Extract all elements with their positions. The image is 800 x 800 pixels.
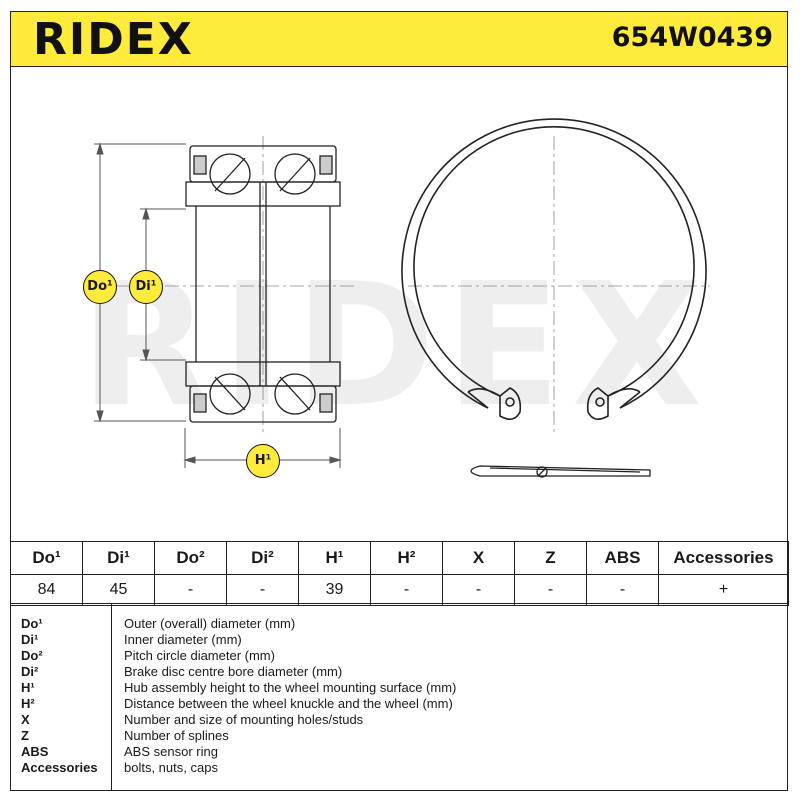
technical-drawing: RIDEX [10,66,788,542]
specs-header-row: Do¹ Di¹ Do² Di² H¹ H² X Z ABS Accessorie… [10,541,789,575]
circlip-ring [401,118,707,420]
header-accessories: Accessories [658,541,789,575]
value-h1: 39 [298,574,371,606]
legend-item: Accessories bolts, nuts, caps [11,760,789,776]
header-do2: Do² [154,541,227,575]
header-abs: ABS [586,541,659,575]
h-dimension-label: H¹ [246,444,280,478]
legend-item: H¹ Hub assembly height to the wheel moun… [11,680,789,696]
value-do2: - [154,574,227,606]
header-x: X [442,541,515,575]
legend-desc: Number of splines [124,728,229,743]
legend-item: X Number and size of mounting holes/stud… [11,712,789,728]
legend-desc: Brake disc centre bore diameter (mm) [124,664,343,679]
legend-item: Do¹ Outer (overall) diameter (mm) [11,616,789,632]
watermark-logo: RIDEX [80,247,713,445]
legend-desc: Outer (overall) diameter (mm) [124,616,296,631]
do-dimension-label: Do¹ [83,270,117,304]
bearing-cross-section [185,145,341,423]
legend-abbr: H² [21,696,35,711]
brand-logo: RIDEX [33,14,194,65]
header-h2: H² [370,541,443,575]
header-bar: RIDEX 654W0439 [10,11,788,67]
legend-desc: bolts, nuts, caps [124,760,218,775]
legend-divider [111,604,112,790]
legend-item: Di² Brake disc centre bore diameter (mm) [11,664,789,680]
value-x: - [442,574,515,606]
legend-desc: Distance between the wheel knuckle and t… [124,696,453,711]
legend-desc: Number and size of mounting holes/studs [124,712,364,727]
circlip-side-view [470,465,651,478]
value-di2: - [226,574,299,606]
legend-abbr: Accessories [21,760,98,775]
legend-abbr: ABS [21,744,49,759]
header-di2: Di² [226,541,299,575]
legend-desc: Hub assembly height to the wheel mountin… [124,680,457,695]
legend-abbr: Z [21,728,29,743]
part-number: 654W0439 [611,22,773,53]
value-do1: 84 [10,574,83,606]
legend-abbr: Do² [21,648,43,663]
legend-abbr: H¹ [21,680,35,695]
legend-item: Z Number of splines [11,728,789,744]
legend-item: ABS ABS sensor ring [11,744,789,760]
di-dimension-label: Di¹ [129,270,163,304]
legend-panel: Do¹ Outer (overall) diameter (mm) Di¹ In… [10,603,788,791]
value-accessories: + [658,574,789,606]
header-z: Z [514,541,587,575]
legend-item: H² Distance between the wheel knuckle an… [11,696,789,712]
value-di1: 45 [82,574,155,606]
legend-desc: ABS sensor ring [124,744,218,759]
legend-abbr: X [21,712,30,727]
legend-abbr: Di² [21,664,39,679]
legend-item: Di¹ Inner diameter (mm) [11,632,789,648]
legend-item: Do² Pitch circle diameter (mm) [11,648,789,664]
header-di1: Di¹ [82,541,155,575]
legend-abbr: Di¹ [21,632,39,647]
dimension-lines [94,142,342,468]
specs-value-row: 84 45 - - 39 - - - - + [10,574,789,606]
bearing-drawing [90,118,710,478]
value-h2: - [370,574,443,606]
value-z: - [514,574,587,606]
header-do1: Do¹ [10,541,83,575]
specs-table: Do¹ Di¹ Do² Di² H¹ H² X Z ABS Accessorie… [10,541,789,606]
header-h1: H¹ [298,541,371,575]
value-abs: - [586,574,659,606]
legend-abbr: Do¹ [21,616,43,631]
legend-desc: Pitch circle diameter (mm) [124,648,275,663]
legend-desc: Inner diameter (mm) [124,632,242,647]
